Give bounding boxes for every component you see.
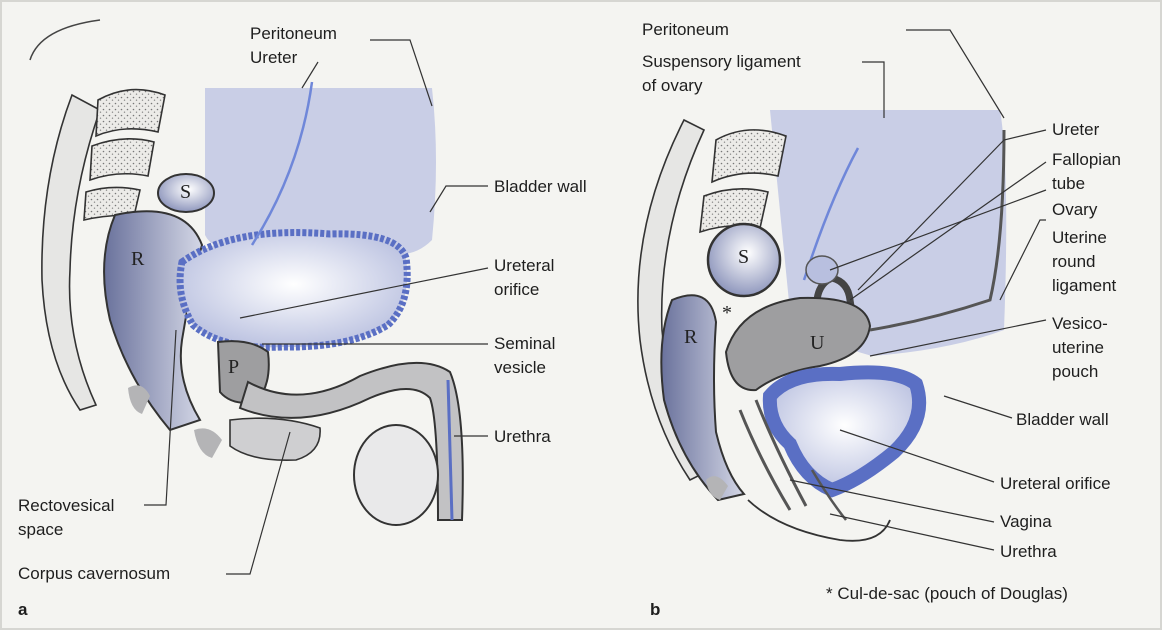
footnote-cul-de-sac: * Cul-de-sac (pouch of Douglas) — [826, 584, 1068, 604]
organ-letter-sigmoid-a: S — [180, 181, 191, 204]
label-b-bladder-wall: Bladder wall — [1016, 410, 1109, 430]
organ-letter-prostate-a: P — [228, 356, 239, 379]
label-b-uterine-round-ligament-line3: ligament — [1052, 276, 1116, 296]
label-a-corpus-cavernosum: Corpus cavernosum — [18, 564, 170, 584]
label-a-peritoneum: Peritoneum — [250, 24, 337, 44]
label-a-ureteral-orifice-line1: Ureteral — [494, 256, 554, 276]
label-b-suspensory-ligament-line1: Suspensory ligament — [642, 52, 801, 72]
panel-label-b: b — [650, 600, 660, 620]
label-b-vesicouterine-pouch-line3: pouch — [1052, 362, 1098, 382]
label-a-ureteral-orifice-line2: orifice — [494, 280, 539, 300]
panel-b-illustration — [638, 30, 1046, 550]
label-a-seminal-vesicle-line2: vesicle — [494, 358, 546, 378]
label-b-uterine-round-ligament-line1: Uterine — [1052, 228, 1107, 248]
rectum-b — [661, 295, 744, 500]
peritoneal-cavity-a — [205, 88, 436, 254]
label-b-vesicouterine-pouch-line1: Vesico- — [1052, 314, 1108, 334]
testis-a — [354, 425, 438, 525]
organ-letter-uterus-b: U — [810, 332, 824, 355]
label-b-peritoneum: Peritoneum — [642, 20, 729, 40]
label-b-ureteral-orifice: Ureteral orifice — [1000, 474, 1111, 494]
label-a-rectovesical-space-line2: space — [18, 520, 63, 540]
ovary-b — [806, 256, 838, 284]
label-a-ureter: Ureter — [250, 48, 297, 68]
label-b-uterine-round-ligament-line2: round — [1052, 252, 1095, 272]
panel-label-a: a — [18, 600, 27, 620]
label-b-fallopian-tube-line2: tube — [1052, 174, 1085, 194]
corpus-cavernosum-a — [230, 418, 320, 460]
label-b-vesicouterine-pouch-line2: uterine — [1052, 338, 1104, 358]
organ-letter-sigmoid-b: S — [738, 246, 749, 269]
label-a-rectovesical-space-line1: Rectovesical — [18, 496, 114, 516]
label-b-ovary: Ovary — [1052, 200, 1097, 220]
organ-letter-rectum-b: R — [684, 326, 697, 349]
label-a-seminal-vesicle-line1: Seminal — [494, 334, 555, 354]
label-b-vagina: Vagina — [1000, 512, 1052, 532]
label-b-suspensory-ligament-line2: of ovary — [642, 76, 702, 96]
asterisk-cul-de-sac: * — [722, 302, 732, 325]
bladder-a — [180, 233, 407, 348]
sacrum-a — [42, 95, 100, 410]
label-a-bladder-wall: Bladder wall — [494, 177, 587, 197]
organ-letter-rectum-a: R — [131, 248, 144, 271]
label-b-urethra: Urethra — [1000, 542, 1057, 562]
panel-a-illustration — [30, 20, 488, 574]
label-a-urethra: Urethra — [494, 427, 551, 447]
label-b-fallopian-tube-line1: Fallopian — [1052, 150, 1121, 170]
label-b-ureter: Ureter — [1052, 120, 1099, 140]
